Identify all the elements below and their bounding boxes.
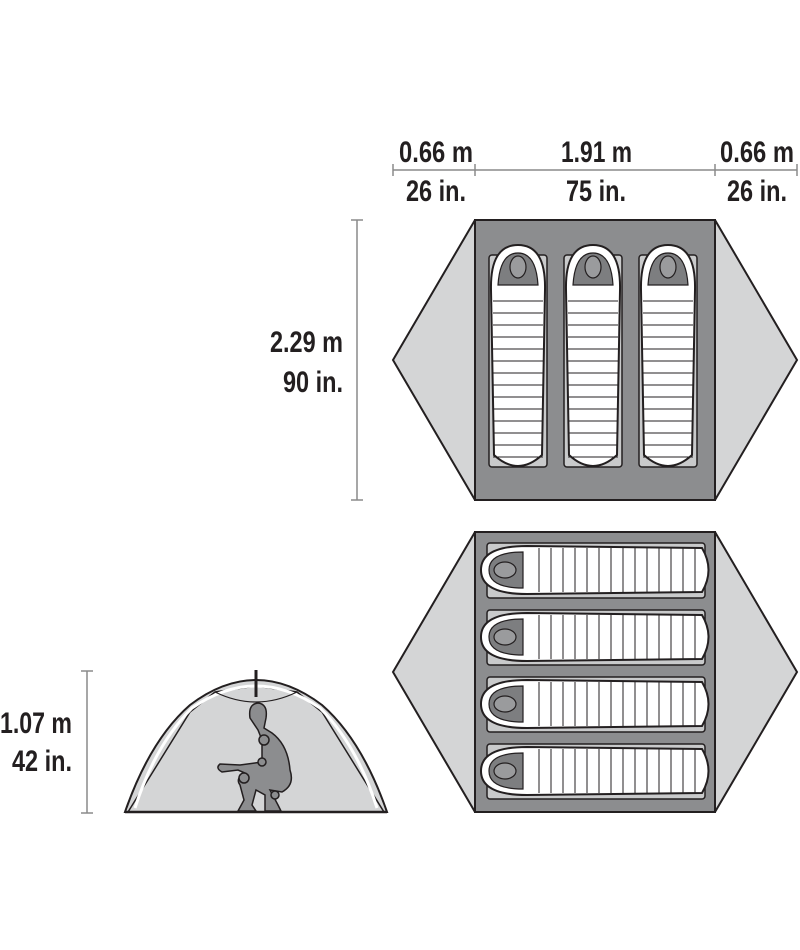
bag-body [639,243,697,467]
head [493,561,517,579]
head [659,255,677,279]
peak-height-imperial: 42 in. [12,745,72,778]
vestibule-right-width-imperial: 26 in. [727,175,787,208]
bag-body [479,678,710,730]
sleeping-bag [488,243,548,468]
sleeping-bag [479,542,710,599]
vestibule-left-width-imperial: 26 in. [406,175,466,208]
floor-width-imperial: 75 in. [566,175,626,208]
floor-length-metric: 2.29 m [270,326,343,359]
tent-side-view [123,670,389,814]
vestibule-left-width-metric: 0.66 m [399,136,473,169]
sleeping-bag [479,743,710,800]
head [493,628,517,646]
head [493,695,517,713]
sleeping-bag [479,676,710,733]
bag-body [564,243,622,467]
tent-floorplan-three-person [391,219,799,501]
tent-floorplan-four-person [391,531,799,813]
bag-body [489,243,547,467]
height-dimension-line [81,670,93,814]
head [584,255,602,279]
sleeping-bag [563,243,623,468]
head [509,255,527,279]
bag-body [479,611,710,663]
head [493,762,517,780]
width-dimension-line [392,164,798,176]
peak-height-metric: 1.07 m [0,707,72,740]
bag-body [479,544,710,596]
crouching-person-figure [217,702,293,812]
floor-width-metric: 1.91 m [561,136,632,169]
sleeping-bag [638,243,698,468]
floor-length-imperial: 90 in. [283,366,343,399]
vestibule-right-width-metric: 0.66 m [720,136,794,169]
length-dimension-line [351,219,363,501]
bag-body [479,745,710,797]
sleeping-bag [479,609,710,666]
